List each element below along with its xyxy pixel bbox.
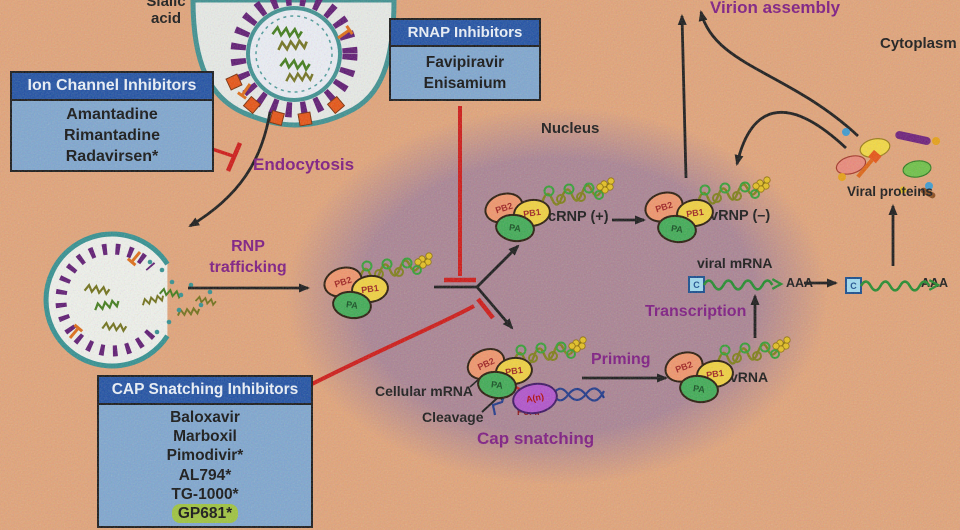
ion-channel-inhibitors-box: Ion Channel Inhibitors Amantadine Rimant… [10, 71, 214, 172]
inhibition-bar-ion-channel [225, 142, 243, 172]
vrnp-export-arrow [677, 14, 688, 179]
cap-letter: C [693, 279, 700, 290]
pa-label: PA [692, 382, 706, 395]
pb2-label: PB2 [332, 274, 353, 289]
rna-coil [696, 175, 772, 205]
drug-gp681: GP681* [101, 504, 309, 524]
pa-label: PA [490, 378, 504, 391]
replication-branch-arrow [476, 244, 520, 288]
crnp-label: cRNP (+) [548, 209, 609, 225]
exported-mrna-strand [859, 278, 940, 292]
protein-assembly-arrow [698, 10, 859, 138]
endocytosis-label: Endocytosis [253, 155, 355, 174]
viral-proteins-label: Viral proteins [847, 184, 934, 199]
cap-snatching-label: Cap snatching [477, 429, 595, 448]
drug-amantadine: Amantadine [66, 106, 158, 123]
cap-snatching-inhibitors-title: CAP Snatching Inhibitors [99, 377, 311, 405]
drug-favipiravir: Favipiravir [425, 54, 505, 71]
cytoplasm-label: Cytoplasm [880, 35, 957, 52]
drug-radavirsen: Radavirsen* [65, 148, 159, 165]
pol2-tail-label: A(n) [525, 391, 545, 405]
rnap-inhibitors-box: RNAP Inhibitors Favipiravir Enisamium [389, 18, 541, 101]
viral-mrna-strand [702, 277, 783, 291]
viral-mrna-label: viral mRNA [697, 255, 773, 271]
cellular-mrna-label: Cellular mRNA [375, 383, 474, 399]
cap-letter: C [850, 280, 857, 291]
pa-label: PA [345, 298, 359, 311]
drug-al794: AL794* [178, 466, 232, 484]
pb2-label: PB2 [653, 199, 674, 214]
cleavage-label: Cleavage [422, 409, 484, 425]
ion-channel-drug-list: Amantadine Rimantadine Radavirsen* [12, 101, 212, 170]
rnp-trafficking-line2: trafficking [209, 259, 287, 276]
sialic-acid-line1: Sialic [146, 0, 186, 10]
drug-marboxil: Marboxil [173, 428, 237, 446]
sialic-acid-line2: acid [150, 10, 181, 27]
vrnp-label: vRNP (–) [710, 208, 771, 224]
rnap-drug-list: Favipiravir Enisamium [391, 47, 539, 99]
poly-a-tail: AAA [786, 276, 814, 290]
pa-label: PA [508, 221, 522, 234]
rnap-inhibitors-title: RNAP Inhibitors [391, 20, 539, 47]
drug-tg1000: TG-1000* [171, 485, 239, 503]
vrna-label: vRNA [730, 369, 769, 385]
pb1-label: PB1 [360, 282, 380, 295]
virion-assembly-label: Virion assembly [710, 0, 841, 17]
drug-baloxavir: Baloxavir [170, 409, 240, 426]
pa-label: PA [670, 222, 684, 235]
drug-enisamium: Enisamium [423, 75, 507, 92]
sialic-acid-label: Sialic acid [118, 0, 214, 27]
pb1-label: PB1 [685, 206, 705, 219]
drug-gp681-highlight: GP681* [171, 504, 239, 524]
rna-coil [540, 176, 616, 206]
priming-label: Priming [591, 351, 651, 368]
drug-pimodivir: Pimodivir* [166, 447, 244, 465]
cap-snatching-inhibitors-box: CAP Snatching Inhibitors Baloxavir Marbo… [97, 375, 313, 529]
drug-rimantadine: Rimantadine [63, 127, 160, 144]
nucleus-label: Nucleus [541, 120, 600, 137]
rnp-trafficking-label: RNP trafficking [190, 236, 306, 278]
rna-coil [716, 335, 792, 365]
pb2-label: PB2 [673, 358, 694, 375]
rnp-trafficking-line1: RNP [231, 238, 265, 255]
inhibition-line-cap-snatching [311, 304, 475, 386]
pb2-label: PB2 [475, 355, 496, 372]
dna-helix [548, 386, 606, 403]
transcription-label: Transcription [645, 303, 747, 320]
cap-snatching-drug-list: Baloxavir Marboxil Pimodivir* AL794* TG-… [99, 405, 311, 526]
ion-channel-inhibitors-title: Ion Channel Inhibitors [12, 73, 212, 101]
protein-import-arrow [734, 110, 847, 166]
